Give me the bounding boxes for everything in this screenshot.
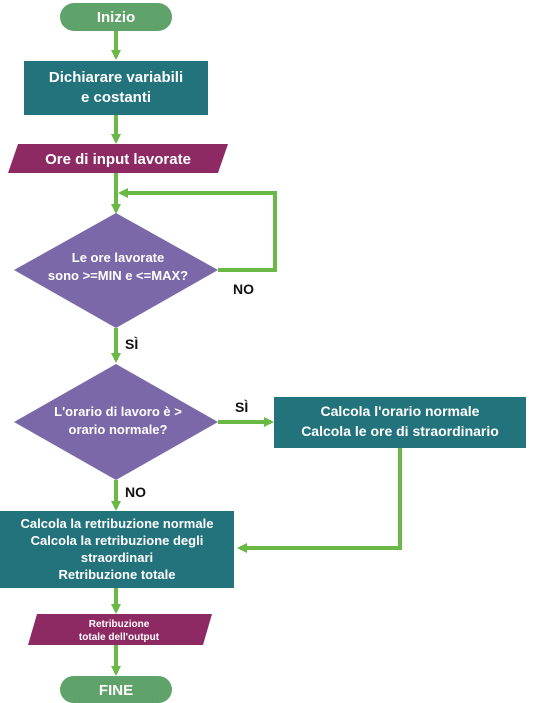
end-label: FINE: [99, 682, 133, 699]
output-pay-io: Retribuzione totale dell'output: [28, 614, 212, 645]
start-terminal: Inizio: [60, 3, 172, 31]
range-check-label-line1: Le ore lavorate: [72, 250, 165, 265]
pay-process: Calcola la retribuzione normale Calcola …: [0, 511, 234, 588]
start-label: Inizio: [97, 9, 135, 26]
range-check-yes-label: SÌ: [125, 336, 138, 352]
overtime-check-label-line2: orario normale?: [69, 422, 168, 437]
arrow-decision1-no-loop: [118, 188, 277, 272]
declare-process: Dichiarare variabili e costanti: [24, 61, 208, 115]
overtime-process-line2: Calcola le ore di straordinario: [301, 423, 499, 439]
pay-process-line2: Calcola la retribuzione degli: [31, 533, 204, 548]
overtime-check-no-label: NO: [125, 484, 146, 500]
output-pay-line1: Retribuzione: [89, 619, 150, 630]
range-check-no-label: NO: [233, 281, 254, 297]
arrow-overtime-to-pay: [237, 448, 402, 553]
overtime-check-yes-label: SÌ: [235, 399, 248, 415]
overtime-check-decision: L'orario di lavoro è > orario normale?: [14, 364, 218, 480]
input-hours-label: Ore di input lavorate: [45, 151, 191, 168]
range-check-decision: Le ore lavorate sono >=MIN e <=MAX?: [14, 213, 218, 328]
pay-process-line3: straordinari: [81, 550, 153, 565]
declare-label-line2: e costanti: [81, 89, 151, 106]
pay-process-line1: Calcola la retribuzione normale: [21, 516, 214, 531]
overtime-process: Calcola l'orario normale Calcola le ore …: [274, 397, 526, 448]
range-check-label-line2: sono >=MIN e <=MAX?: [48, 268, 188, 283]
input-hours-io: Ore di input lavorate: [8, 144, 228, 173]
overtime-process-line1: Calcola l'orario normale: [321, 403, 480, 419]
overtime-check-label-line1: L'orario di lavoro è >: [54, 404, 182, 419]
output-pay-line2: totale dell'output: [79, 632, 160, 643]
connectors: [111, 31, 402, 676]
end-terminal: FINE: [60, 676, 172, 703]
declare-label-line1: Dichiarare variabili: [49, 69, 183, 86]
pay-process-line4: Retribuzione totale: [58, 567, 175, 582]
